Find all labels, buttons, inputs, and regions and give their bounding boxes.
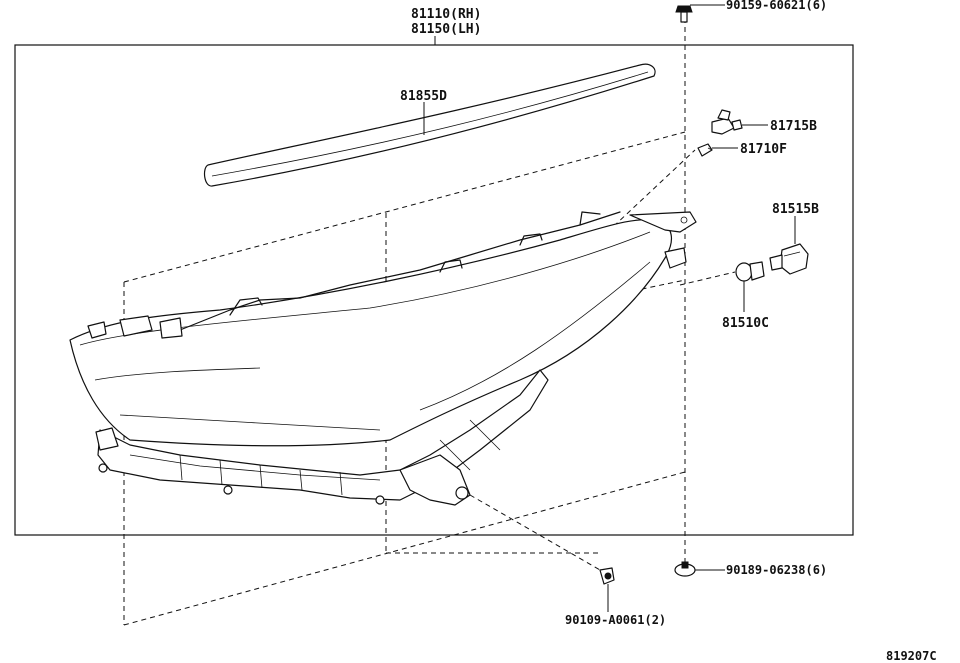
bulb-81510C-part [735, 261, 765, 282]
label-81515B: 81515B [772, 202, 819, 217]
label-81510C: 81510C [722, 316, 769, 331]
nut-90109-part [599, 567, 615, 585]
socket-81715B-part [711, 109, 743, 135]
label-90109-A0061: 90109-A0061(2) [565, 613, 666, 627]
leader-lines [423, 4, 796, 612]
label-81715B: 81715B [770, 119, 817, 134]
socket-81515B-part [769, 243, 809, 275]
label-81150-lh: 81150(LH) [411, 22, 481, 37]
screw-90189-part [674, 561, 696, 577]
label-81110-rh: 81110(RH) [411, 7, 481, 22]
screw-90159-part [675, 5, 693, 23]
illustration-id: 819207C [886, 649, 937, 663]
assembly-frame [14, 44, 854, 536]
bulb-81710F-part [697, 143, 713, 157]
headlamp-assembly-part [69, 211, 697, 506]
label-90159-60621: 90159-60621(6) [726, 0, 827, 12]
label-81710F: 81710F [740, 142, 787, 157]
garnish-81855D-part [203, 63, 656, 187]
label-81855D: 81855D [400, 89, 447, 104]
label-90189-06238: 90189-06238(6) [726, 563, 827, 577]
